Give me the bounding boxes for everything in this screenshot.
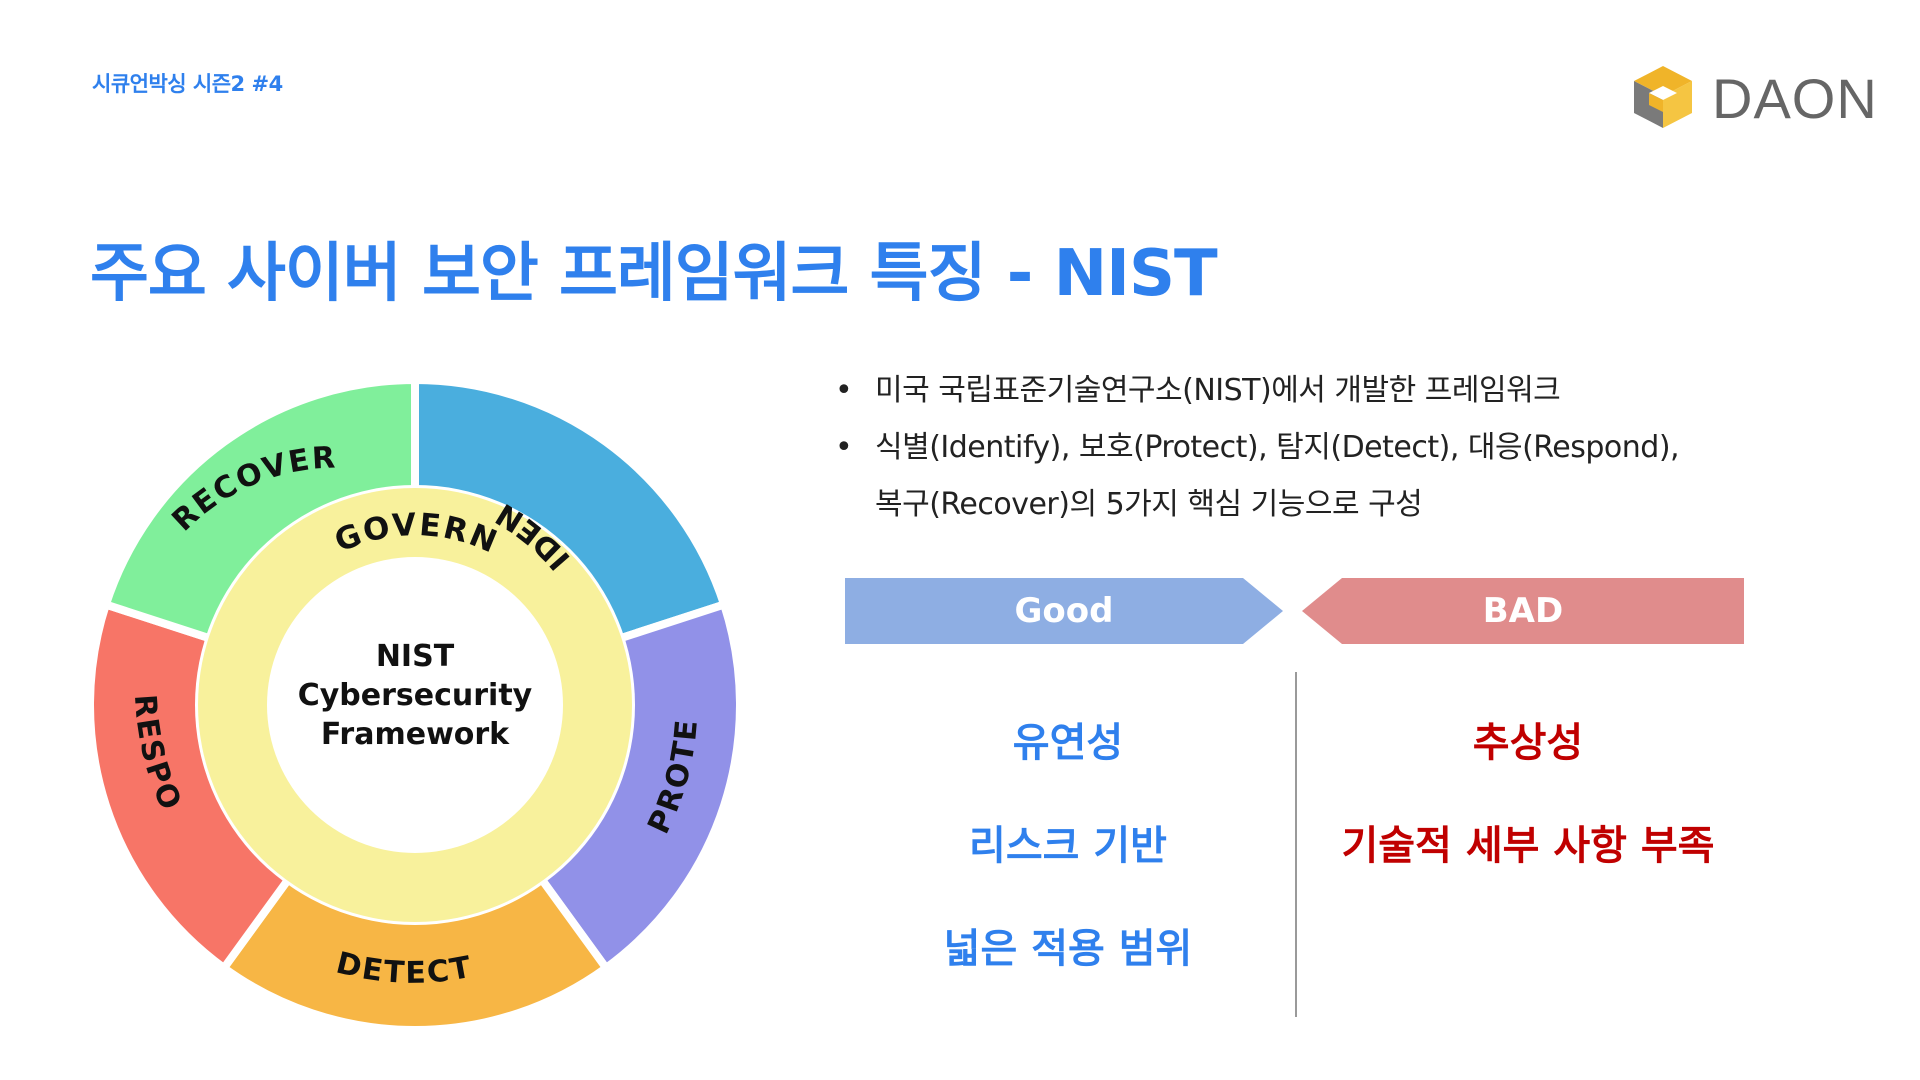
good-label: Good [1014, 591, 1114, 631]
bullet-item: •식별(Identify), 보호(Protect), 탐지(Detect), … [835, 430, 1680, 465]
cube-logo-icon [1634, 66, 1692, 128]
nist-csf-wheel: IDENTIFY RECOVER DETECT PROTECT RESPOND … [80, 370, 744, 1034]
column-divider [1295, 672, 1297, 1017]
logo-wordmark: DAON [1712, 67, 1878, 130]
bad-label: BAD [1482, 591, 1564, 631]
series-label: 시큐언박싱 시즌2 #4 [92, 72, 283, 96]
bullet-item: •미국 국립표준기술연구소(NIST)에서 개발한 프레임워크 [835, 373, 1561, 408]
center-line-3: Framework [321, 717, 510, 752]
center-circle [267, 557, 563, 853]
bad-item: 추상성 [1472, 720, 1584, 766]
bad-items: 추상성 기술적 세부 사항 부족 [1313, 712, 1743, 918]
daon-logo: DAON [1628, 62, 1898, 132]
bullet-item-continuation: 복구(Recover)의 5가지 핵심 기능으로 구성 [875, 487, 1423, 522]
bad-arrow: BAD [1302, 578, 1744, 644]
good-item: 넓은 적용 범위 [943, 926, 1193, 972]
good-items: 유연성 리스크 기반 넓은 적용 범위 [853, 712, 1283, 1021]
bad-item: 기술적 세부 사항 부족 [1341, 823, 1715, 869]
page-title: 주요 사이버 보안 프레임워크 특징 - NIST [90, 237, 1218, 311]
good-item: 유연성 [1012, 720, 1124, 766]
center-line-2: Cybersecurity [298, 678, 533, 713]
description-bullets: •미국 국립표준기술연구소(NIST)에서 개발한 프레임워크 •식별(Iden… [835, 362, 1775, 533]
good-item: 리스크 기반 [969, 823, 1167, 869]
center-line-1: NIST [376, 639, 455, 674]
good-arrow: Good [845, 578, 1283, 644]
